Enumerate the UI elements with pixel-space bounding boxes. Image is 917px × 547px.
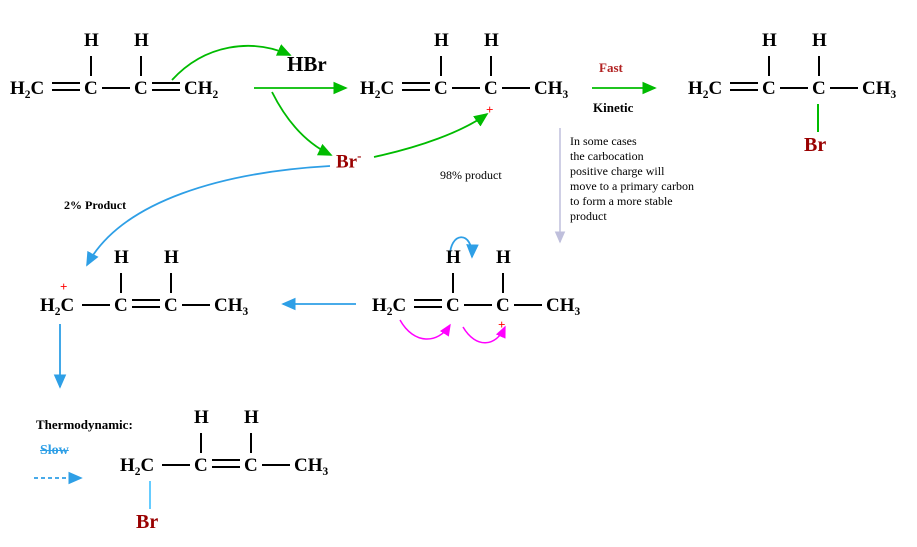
note-line: the carbocation xyxy=(570,149,644,163)
atom-c: C xyxy=(244,455,258,476)
atom-ch3: CH₃ xyxy=(294,455,329,476)
note-line: product xyxy=(570,209,607,223)
double-bond xyxy=(730,82,758,91)
thermodynamic-label: Thermodynamic: xyxy=(36,417,133,432)
h-atom: H xyxy=(484,30,499,51)
note-line: positive charge will xyxy=(570,164,665,178)
double-bond xyxy=(152,82,180,91)
c-h-bond xyxy=(90,56,92,76)
arrow-hbr-to-bromide xyxy=(271,91,333,156)
double-bond xyxy=(52,82,80,91)
atom-c: C xyxy=(434,78,448,99)
note-line: In some cases xyxy=(570,134,637,148)
double-bond xyxy=(212,459,240,468)
h-atom: H xyxy=(434,30,449,51)
c-h-bond xyxy=(120,273,122,293)
c-h-bond xyxy=(452,273,454,293)
atom-c: C xyxy=(194,455,208,476)
c-h-bond xyxy=(200,433,202,453)
slow-label: Slow xyxy=(40,443,69,458)
atom-c: C xyxy=(496,295,510,316)
percent-98-label: 98% product xyxy=(440,168,502,182)
carbocation-note: In some cases the carbocation positive c… xyxy=(570,134,694,224)
atom-ch3: CH₃ xyxy=(214,295,249,316)
percent-2-label: 2% Product xyxy=(64,198,127,212)
br-label: Br xyxy=(136,511,159,533)
bromide-symbol: Br xyxy=(336,151,358,173)
molecule-butadiene: H H H₂C C C CH₂ xyxy=(10,30,222,170)
h-atom: H xyxy=(812,30,827,51)
atom-h2c: H₂C xyxy=(40,295,75,316)
br-label: Br xyxy=(804,134,827,156)
single-bond xyxy=(182,304,210,306)
single-bond xyxy=(502,87,530,89)
single-bond xyxy=(780,87,808,89)
molecule-thermodynamic-product: H H H₂C C C CH₃ Br xyxy=(120,407,332,547)
molecule-kinetic-product: H H H₂C C C CH₃ Br xyxy=(688,30,900,170)
atom-c: C xyxy=(84,78,98,99)
c-h-bond xyxy=(502,273,504,293)
h-atom: H xyxy=(244,407,259,428)
h-atom: H xyxy=(134,30,149,51)
c-h-bond xyxy=(140,56,142,76)
atom-c: C xyxy=(762,78,776,99)
atom-ch3: CH₃ xyxy=(534,78,569,99)
atom-ch3: CH₃ xyxy=(862,78,897,99)
single-bond xyxy=(830,87,858,89)
atom-h2c: H₂C xyxy=(360,78,395,99)
single-bond xyxy=(514,304,542,306)
atom-c: C xyxy=(134,78,148,99)
molecule-resonance-carbocation: H H H₂C C C CH₃ + xyxy=(372,247,584,387)
c-h-bond xyxy=(250,433,252,453)
atom-h2c: H₂C xyxy=(688,78,723,99)
positive-charge: + xyxy=(486,102,494,117)
h-atom: H xyxy=(446,247,461,268)
double-bond xyxy=(414,299,442,308)
atom-h2c: H₂C xyxy=(372,295,407,316)
atom-c: C xyxy=(484,78,498,99)
atom-c: C xyxy=(812,78,826,99)
bromide-ion-label: Br- xyxy=(336,148,361,173)
atom-h2c: H₂C xyxy=(120,455,155,476)
c-br-bond xyxy=(817,104,819,132)
c-br-bond xyxy=(149,481,151,509)
atom-ch3: CH₃ xyxy=(546,295,581,316)
c-h-bond xyxy=(170,273,172,293)
single-bond xyxy=(162,464,190,466)
note-line: move to a primary carbon xyxy=(570,179,694,193)
c-h-bond xyxy=(768,56,770,76)
atom-c: C xyxy=(164,295,178,316)
kinetic-label: Kinetic xyxy=(593,100,634,115)
molecule-primary-carbocation: H H H₂C C C CH₃ + xyxy=(40,247,252,387)
atom-c: C xyxy=(114,295,128,316)
h-atom: H xyxy=(496,247,511,268)
c-h-bond xyxy=(490,56,492,76)
c-h-bond xyxy=(440,56,442,76)
double-bond xyxy=(402,82,430,91)
single-bond xyxy=(452,87,480,89)
molecule-secondary-carbocation: H H H₂C C C CH₃ + xyxy=(360,30,572,170)
bromide-charge: - xyxy=(357,148,362,163)
h-atom: H xyxy=(164,247,179,268)
positive-charge: + xyxy=(60,279,68,294)
h-atom: H xyxy=(114,247,129,268)
atom-c: C xyxy=(446,295,460,316)
h-atom: H xyxy=(194,407,209,428)
c-h-bond xyxy=(818,56,820,76)
single-bond xyxy=(102,87,130,89)
note-line: to form a more stable xyxy=(570,194,673,208)
hbr-label: HBr xyxy=(287,52,327,76)
double-bond xyxy=(132,299,160,308)
atom-ch2: CH₂ xyxy=(184,78,219,99)
single-bond xyxy=(464,304,492,306)
h-atom: H xyxy=(84,30,99,51)
single-bond xyxy=(82,304,110,306)
fast-label: Fast xyxy=(599,60,623,75)
positive-charge: + xyxy=(498,317,506,332)
atom-h2c: H₂C xyxy=(10,78,45,99)
single-bond xyxy=(262,464,290,466)
h-atom: H xyxy=(762,30,777,51)
